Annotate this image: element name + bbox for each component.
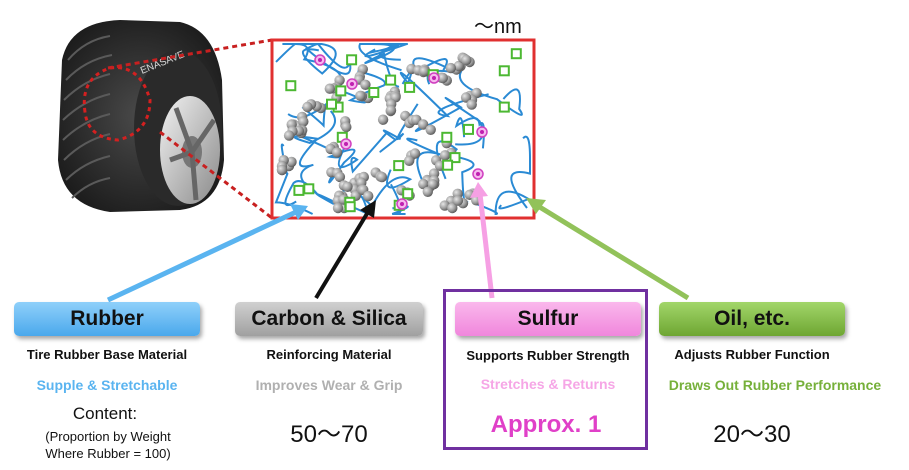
- tire-image: ENASAVE: [58, 20, 224, 212]
- sulfur-crosslink-core: [476, 172, 480, 176]
- sulfur-role: Supports Rubber Strength: [466, 348, 630, 363]
- carbon-particle: [324, 83, 335, 94]
- carbon-particle: [466, 99, 477, 110]
- carbon-particle: [461, 54, 472, 66]
- carbon-particle: [363, 190, 374, 202]
- oil-description: Draws Out Rubber Performance: [668, 377, 882, 393]
- carbon-particle: [404, 155, 415, 166]
- oil-molecule: [385, 74, 397, 86]
- oil-molecule: [449, 152, 461, 164]
- oil-molecule: [303, 183, 315, 195]
- carbon-particle: [377, 114, 389, 125]
- carbon-particle: [439, 150, 451, 161]
- sulfur-crosslink-core: [344, 142, 348, 146]
- carbon-particle: [445, 62, 456, 74]
- oil-molecule: [402, 188, 414, 200]
- sulfur-crosslink-core: [350, 82, 354, 86]
- oil-molecule: [498, 101, 510, 113]
- carbon-particle: [334, 171, 346, 183]
- sulfur-amount: Approx. 1: [490, 411, 602, 438]
- oil-molecule: [442, 159, 454, 171]
- oil-molecule: [368, 87, 380, 98]
- polymer-chain: [379, 103, 419, 153]
- rubber-role: Tire Rubber Base Material: [26, 347, 188, 362]
- oil-molecule: [326, 98, 337, 110]
- carbon-particle: [437, 72, 448, 84]
- carbon-particle: [341, 121, 352, 133]
- carbon-particle: [286, 156, 297, 168]
- carbon-particle: [355, 90, 366, 102]
- oil-molecule: [498, 65, 510, 77]
- carbon-particle: [425, 124, 436, 135]
- oil-molecule: [293, 184, 305, 196]
- polymer-chain: [510, 135, 531, 209]
- polymer-chain: [475, 190, 531, 216]
- microstructure-box: [270, 38, 536, 220]
- carbon-particle: [418, 119, 429, 130]
- sulfur-crosslink-core: [318, 58, 322, 62]
- content-label: Content:: [72, 404, 138, 423]
- carbon-particle: [302, 101, 313, 113]
- carbon-particle: [331, 147, 343, 158]
- carbon-particle: [427, 179, 439, 190]
- polymer-chain: [358, 42, 402, 72]
- carbon-particle: [298, 116, 309, 127]
- sulfur-description: Stretches & Returns: [480, 376, 616, 392]
- carbon-particle: [447, 202, 458, 214]
- sulfur-highlight-frame: [443, 289, 648, 450]
- carbon-particle: [283, 130, 295, 141]
- carbon-particle: [422, 186, 433, 197]
- carbon-particle: [342, 181, 353, 192]
- rubber-label: Rubber: [14, 302, 200, 336]
- carbon-particle: [418, 178, 429, 190]
- scale-label: ～nm: [474, 16, 522, 38]
- carbon-silica-description: Improves Wear & Grip: [255, 377, 403, 393]
- carbon-particle: [453, 60, 464, 72]
- oil-molecule: [510, 48, 522, 60]
- carbon-particle: [409, 148, 421, 159]
- content-note-line1: (Proportion by Weight: [45, 429, 171, 444]
- carbon-silica-amount: 50～70: [290, 421, 368, 448]
- oil-molecule: [346, 54, 358, 66]
- zoom-lines: [107, 38, 273, 220]
- sulfur-label: Sulfur: [455, 302, 641, 336]
- sulfur-crosslink-core: [432, 76, 436, 80]
- oil-molecule: [463, 123, 474, 135]
- carbon-particle: [460, 92, 472, 103]
- carbon-particle: [452, 195, 464, 206]
- carbon-particle: [276, 164, 288, 176]
- oil-molecule: [441, 131, 453, 143]
- carbon-particle: [360, 79, 371, 91]
- polymer-chain: [458, 65, 523, 116]
- polymer-chain: [293, 110, 336, 168]
- oil-molecule: [393, 160, 405, 172]
- carbon-particle: [419, 65, 430, 77]
- oil-molecule: [285, 80, 297, 92]
- oil-amount: 20～30: [713, 421, 791, 448]
- carbon-silica-label: Carbon & Silica: [235, 302, 423, 336]
- sulfur-crosslink-core: [480, 130, 484, 134]
- carbon-particle: [376, 171, 388, 183]
- polymer-chain: [304, 43, 352, 75]
- carbon-particle: [332, 202, 344, 214]
- arrows: [106, 182, 690, 303]
- content-note-line2: Where Rubber = 100): [45, 446, 171, 461]
- carbon-silica-role: Reinforcing Material: [266, 347, 392, 362]
- oil-role: Adjusts Rubber Function: [674, 347, 830, 362]
- oil-label: Oil, etc.: [659, 302, 845, 336]
- oil-molecule: [335, 85, 347, 97]
- oil-molecule: [344, 201, 356, 213]
- sulfur-crosslink-core: [400, 202, 404, 206]
- rubber-description: Supple & Stretchable: [36, 377, 178, 393]
- oil-molecule: [404, 81, 416, 93]
- content-note: (Proportion by Weight Where Rubber = 100…: [18, 428, 198, 462]
- carbon-particle: [385, 105, 397, 116]
